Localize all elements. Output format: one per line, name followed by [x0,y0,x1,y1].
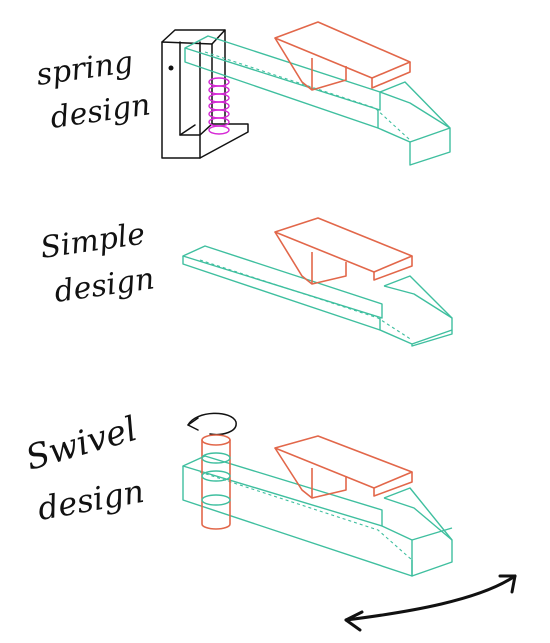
swivel-design-label-line1: Swivel [21,409,141,479]
simple-design-panel: Simple design [38,217,453,347]
spring-coil [208,77,230,135]
curved-arrow-icon [187,412,237,436]
spring-weight-block [274,21,411,91]
simple-design-label-line1: Simple [38,217,147,266]
double-headed-arc-arrow-icon [344,574,517,632]
spring-bracket [161,29,249,159]
swivel-pivot-cylinder [201,434,231,530]
spring-design-panel: spring design [34,21,451,166]
spring-design-label-line2: design [48,87,152,136]
swivel-arm [182,455,453,577]
swivel-design-panel: Swivel design [21,409,517,632]
simple-weight-block [274,217,413,285]
swivel-design-label-line2: design [35,472,147,528]
swivel-weight-block [274,435,413,499]
spring-design-label-line1: spring [34,45,135,93]
simple-design-label-line2: design [52,261,156,310]
simple-arm [182,245,453,347]
